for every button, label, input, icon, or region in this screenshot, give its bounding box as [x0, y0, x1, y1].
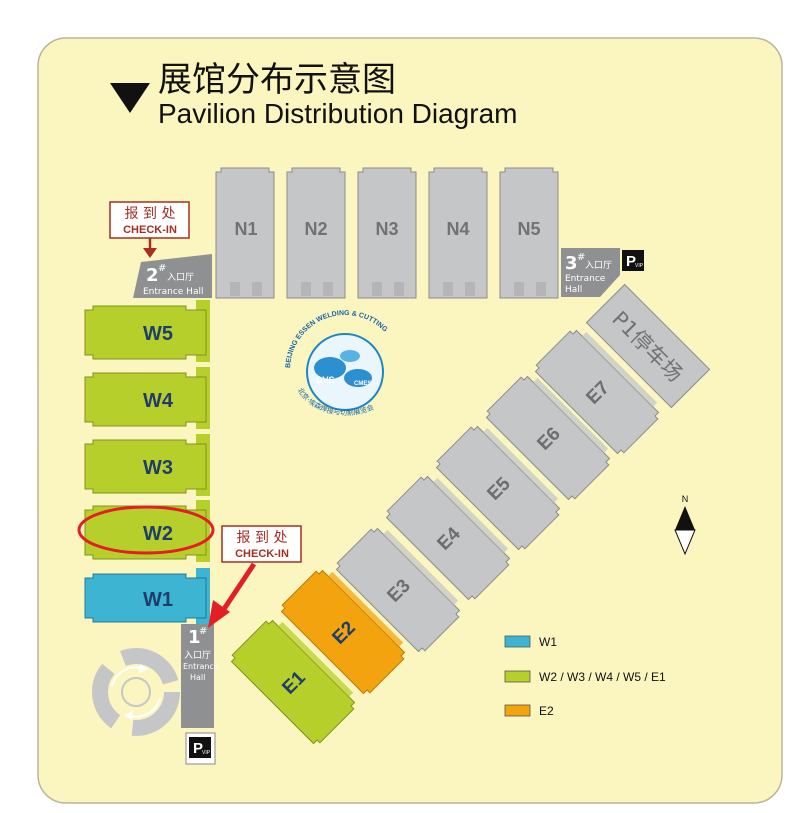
entrance-3-mark: #	[577, 252, 585, 263]
hall-e7[interactable]: E7	[533, 323, 666, 456]
hall-w4-label: W4	[143, 390, 174, 412]
vip-north-sub: VIP	[635, 263, 644, 269]
hall-e1[interactable]: E1	[229, 613, 362, 746]
hall-e5[interactable]: E5	[434, 419, 567, 552]
entrance-2-zh: 入口厅	[167, 272, 194, 283]
hall-e2[interactable]: E2	[279, 563, 412, 696]
hall-n1[interactable]: N1	[215, 167, 275, 299]
vip-south-p: P	[193, 740, 203, 757]
hall-w5[interactable]: W5	[84, 300, 210, 362]
hall-w1-label: W1	[143, 589, 173, 611]
entrance-1-number: 1	[188, 627, 201, 648]
entrance-hall-1[interactable]: 1 # 入口厅 Entrance Hall	[181, 624, 219, 728]
entrance-3-zh: 入口厅	[585, 260, 612, 271]
checkin-sign-south: 报 到 处 CHECK-IN	[208, 525, 302, 628]
entrance-3-number: 3	[565, 253, 578, 274]
legend-item-e2: E2	[504, 704, 554, 718]
legend-label-e2: E2	[539, 704, 554, 718]
title-en: Pavilion Distribution Diagram	[158, 98, 517, 129]
hall-e4[interactable]: E4	[384, 469, 517, 602]
vip-parking-south[interactable]: P VIP	[185, 732, 216, 765]
hall-e6[interactable]: E6	[484, 369, 617, 502]
hall-n2[interactable]: N2	[286, 167, 346, 299]
entrance-2-mark: #	[158, 263, 166, 274]
hall-n3[interactable]: N3	[357, 167, 417, 299]
checkin-south-en: CHECK-IN	[235, 548, 289, 560]
compass-n: N	[682, 494, 689, 504]
legend-item-w1: W1	[504, 635, 557, 649]
hall-w2[interactable]: W2	[84, 500, 210, 562]
hall-w3-label: W3	[143, 457, 173, 479]
hall-n4-label: N4	[446, 219, 469, 239]
hall-n5-label: N5	[517, 219, 540, 239]
hall-w3[interactable]: W3	[84, 434, 210, 496]
w2-highlight-ring	[77, 505, 215, 555]
entrance-2-number: 2	[146, 265, 159, 286]
hall-w5-label: W5	[143, 323, 173, 345]
logo-right: CMES	[354, 381, 371, 387]
hall-w1[interactable]: W1	[84, 568, 210, 624]
checkin-north-arrow-icon	[143, 248, 157, 258]
roundabout	[92, 648, 180, 736]
entrance-1-mark: #	[199, 626, 207, 637]
legend-label-green: W2 / W3 / W4 / W5 / E1	[539, 670, 666, 684]
legend-item-green: W2 / W3 / W4 / W5 / E1	[504, 670, 666, 684]
title-zh: 展馆分布示意图	[158, 60, 396, 100]
hall-w2-label: W2	[143, 523, 173, 545]
vip-north-p: P	[626, 253, 636, 270]
checkin-north-zh: 报 到 处	[125, 206, 176, 222]
hall-n4[interactable]: N4	[428, 167, 488, 299]
entrance-1-zh: 入口厅	[184, 650, 211, 661]
entrance-1-en2: Hall	[190, 673, 205, 682]
logo-left: DVS	[316, 375, 335, 385]
hall-n2-label: N2	[304, 219, 327, 239]
vip-parking-north[interactable]: P VIP	[622, 250, 644, 271]
entrance-2-en: Entrance Hall	[143, 287, 203, 297]
checkin-south-zh: 报 到 处	[237, 530, 288, 546]
hall-n5[interactable]: N5	[499, 167, 559, 299]
entrance-1-en1: Entrance	[183, 662, 219, 671]
checkin-sign-north: 报 到 处 CHECK-IN	[109, 201, 190, 258]
title-triangle-icon	[110, 83, 150, 113]
entrance-3-en2: Hall	[565, 285, 582, 295]
vip-south-sub: VIP	[202, 750, 211, 756]
legend-label-w1: W1	[539, 635, 557, 649]
legend: W1 W2 / W3 / W4 / W5 / E1 E2	[504, 635, 666, 718]
checkin-north-en: CHECK-IN	[123, 224, 177, 236]
hall-w4[interactable]: W4	[84, 367, 210, 429]
entrance-3-en1: Entrance	[565, 274, 606, 284]
checkin-south-arrow-icon	[208, 600, 230, 628]
hall-n1-label: N1	[234, 219, 257, 239]
entrance-hall-2[interactable]: 2 # 入口厅 Entrance Hall	[133, 254, 212, 298]
hall-e3[interactable]: E3	[334, 521, 467, 654]
entrance-hall-3[interactable]: 3 # 入口厅 Entrance Hall	[561, 248, 620, 297]
hall-n3-label: N3	[375, 219, 398, 239]
north-compass-icon: N	[674, 494, 696, 556]
